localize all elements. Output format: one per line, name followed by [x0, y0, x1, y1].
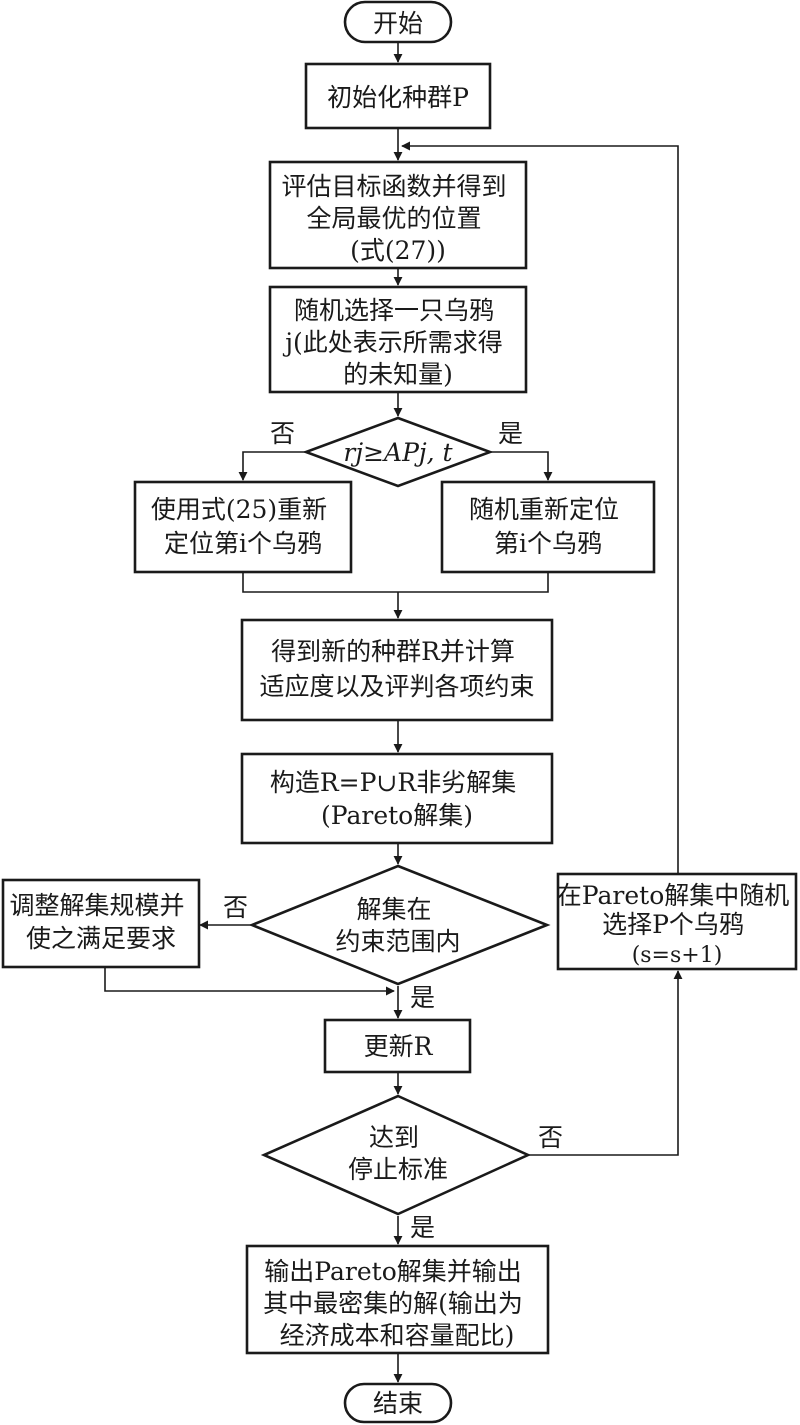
init-population-label: 初始化种群P — [327, 83, 469, 112]
reposition-random-label: 随机重新定位 第i个乌鸦 — [469, 495, 627, 558]
evaluate-objective-label: 评估目标函数并得到 全局最优的位置 (式(27)) — [282, 172, 515, 265]
edge-condition-no — [238, 451, 306, 481]
condition-decision: rj≥APj, t — [302, 416, 494, 488]
stop-no-label: 否 — [538, 1123, 563, 1152]
reposition-formula-box: 使用式(25)重新 定位第i个乌鸦 — [133, 480, 353, 574]
init-population-box: 初始化种群P — [304, 62, 492, 130]
constraints-yes-label: 是 — [410, 983, 435, 1012]
adjust-set-label: 调整解集规模并 使之满足要求 — [10, 891, 193, 953]
stop-criterion-decision: 达到 停止标准 — [260, 1094, 532, 1216]
start-label: 开始 — [373, 9, 423, 38]
end-label: 结束 — [373, 1389, 423, 1418]
new-population-box: 得到新的种群R并计算 适应度以及评判各项约束 — [240, 618, 554, 722]
select-crow-box: 随机选择一只乌鸦 j(此处表示所需求得 的未知量) — [268, 285, 528, 394]
condition-no-label: 否 — [270, 419, 295, 448]
construct-set-box: 构造R=P∪R非劣解集 (Pareto解集) — [240, 752, 554, 845]
condition-yes-label: 是 — [498, 419, 523, 448]
stop-criterion-label: 达到 停止标准 — [348, 1123, 448, 1184]
evaluate-objective-box: 评估目标函数并得到 全局最优的位置 (式(27)) — [268, 160, 528, 270]
edge-adjust-return — [104, 967, 395, 996]
edge-merge-left — [242, 572, 549, 593]
reposition-formula-label: 使用式(25)重新 定位第i个乌鸦 — [151, 495, 335, 558]
start-terminal: 开始 — [343, 0, 453, 44]
constraint-check-decision: 解集在 约束范围内 — [248, 864, 551, 986]
edge-condition-yes — [490, 451, 553, 481]
stop-yes-label: 是 — [410, 1213, 435, 1242]
end-terminal: 结束 — [343, 1382, 453, 1424]
constraint-check-label: 解集在 约束范围内 — [335, 895, 460, 956]
connectors — [104, 42, 683, 1383]
select-crow-label: 随机选择一只乌鸦 j(此处表示所需求得 的未知量) — [282, 296, 510, 389]
output-box: 输出Pareto解集并输出 其中最密集的解(输出为 经济成本和容量配比) — [245, 1244, 550, 1355]
constraints-no-label: 否 — [223, 893, 248, 922]
edge-stop-no — [528, 970, 683, 1156]
construct-set-label: 构造R=P∪R非劣解集 (Pareto解集) — [270, 768, 524, 830]
output-label: 输出Pareto解集并输出 其中最密集的解(输出为 经济成本和容量配比) — [263, 1257, 531, 1350]
edge-loop-back — [401, 141, 679, 873]
update-r-label: 更新R — [364, 1032, 434, 1061]
select-pareto-label: 在Pareto解集中随机 选择P个乌鸦 (s=s+1) — [557, 881, 797, 968]
condition-label: rj≥APj, t — [343, 438, 453, 467]
update-r-box: 更新R — [323, 1018, 472, 1074]
adjust-set-box: 调整解集规模并 使之满足要求 — [1, 878, 201, 969]
select-pareto-box: 在Pareto解集中随机 选择P个乌鸦 (s=s+1) — [556, 872, 798, 971]
reposition-random-box: 随机重新定位 第i个乌鸦 — [440, 480, 656, 574]
new-population-label: 得到新的种群R并计算 适应度以及评判各项约束 — [259, 637, 534, 701]
